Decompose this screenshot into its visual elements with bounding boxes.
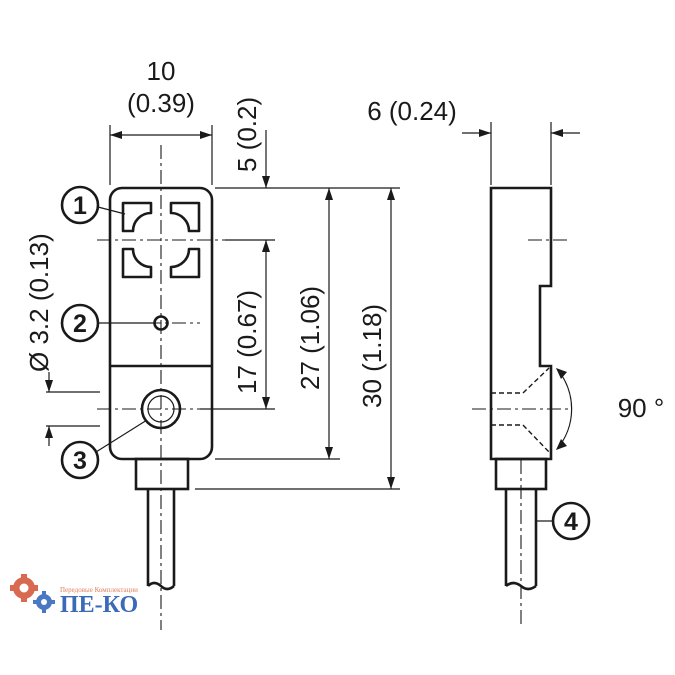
dim-27-text: 27 (1.06) — [295, 286, 325, 390]
dim-thickness: 6 (0.24) — [367, 96, 580, 185]
dim-width-value: 10 — [147, 56, 176, 86]
dim-hole-dia-text: Ø 3.2 (0.13) — [24, 233, 54, 372]
svg-text:4: 4 — [564, 508, 578, 536]
dim-thickness-text: 6 (0.24) — [367, 96, 457, 126]
dim-30-text: 30 (1.18) — [357, 304, 387, 408]
dim-offset-top: 5 (0.2) — [215, 97, 275, 252]
gear-icon — [10, 574, 55, 613]
led-window — [121, 201, 201, 279]
callout-3: 3 — [60, 419, 148, 480]
svg-text:2: 2 — [73, 310, 87, 338]
cable-front — [146, 489, 176, 591]
dim-30: 30 (1.18) — [195, 187, 400, 490]
callout-1: 1 — [60, 185, 126, 225]
svg-text:3: 3 — [73, 447, 87, 475]
countersink-hidden — [491, 367, 550, 453]
logo-name: ПЕ-КО — [60, 592, 138, 618]
logo-subtitle: Передовые Комплектации — [60, 586, 138, 594]
dim-hole-diameter: Ø 3.2 (0.13) — [24, 233, 100, 446]
front-view — [97, 145, 225, 630]
dim-angle-text: 90 ° — [618, 393, 665, 423]
callout-2: 2 — [60, 303, 154, 343]
cable-stub-front — [134, 457, 190, 491]
dim-width-inch: (0.39) — [127, 88, 195, 118]
dim-27: 27 (1.06) — [215, 187, 340, 460]
callout-4: 4 — [536, 501, 591, 541]
side-view — [472, 186, 570, 625]
dim-17-text: 17 (0.67) — [232, 290, 262, 394]
dim-width-top: 10 (0.39) — [109, 56, 213, 185]
dim-offset-text: 5 (0.2) — [232, 97, 262, 172]
svg-text:1: 1 — [73, 192, 87, 220]
sensor-body-side — [489, 186, 553, 461]
dim-17: 17 (0.67) — [200, 240, 275, 410]
watermark-logo: Передовые Комплектации ПЕ-КО — [10, 574, 138, 618]
dim-angle: 90 ° — [556, 368, 664, 450]
